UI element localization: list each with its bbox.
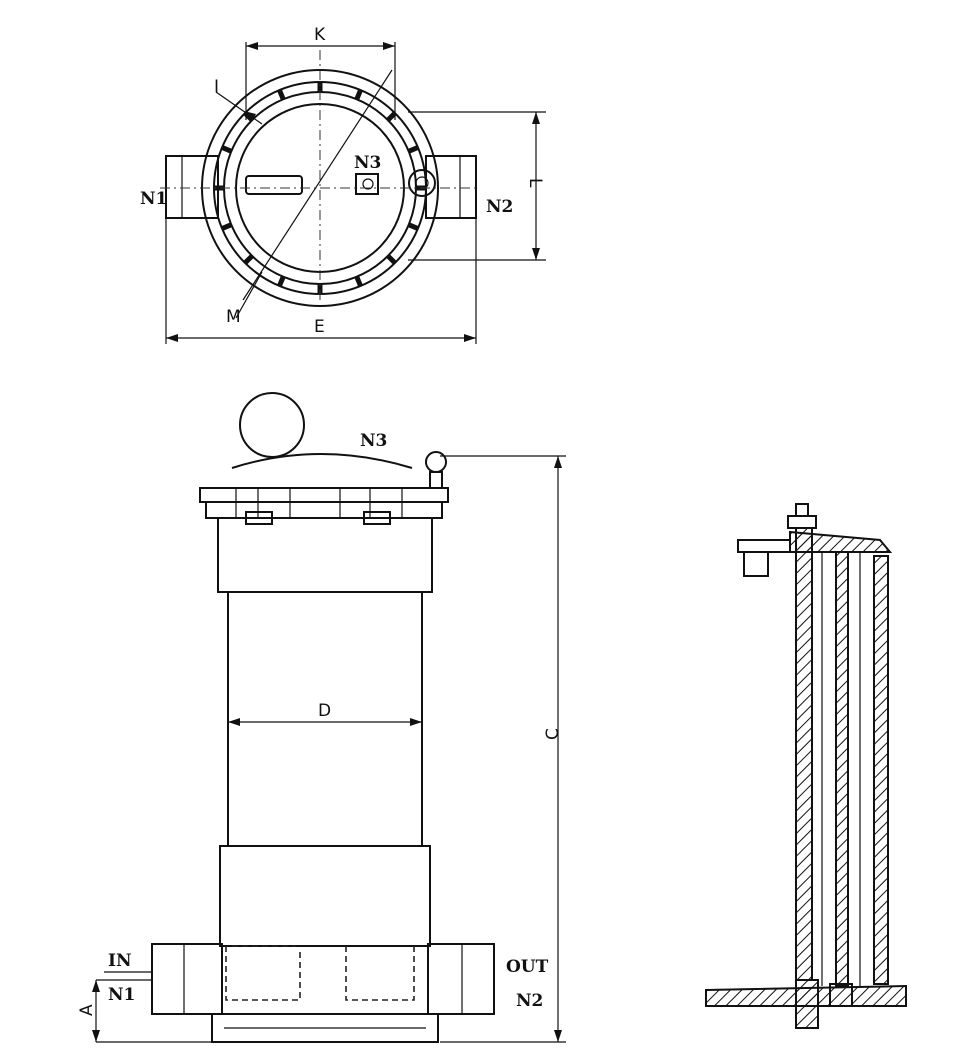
- front-view-handle-wheel: [239, 392, 305, 458]
- outlet-port-label: N2: [516, 991, 543, 1011]
- dim-d: D: [228, 701, 422, 726]
- top-view-n1-label: N1: [140, 189, 167, 209]
- inlet-label: IN: [108, 951, 132, 971]
- clamp-slot: [407, 222, 419, 231]
- front-view-lid-dome: [231, 453, 413, 469]
- top-view-handle: [245, 175, 303, 195]
- dim-c: C: [440, 455, 566, 1043]
- dim-e-label: E: [314, 317, 325, 337]
- outlet-label: OUT: [506, 957, 549, 977]
- front-view-n3-label: N3: [360, 431, 387, 451]
- dim-c-label: C: [543, 728, 563, 740]
- clamp-slot: [354, 89, 363, 101]
- top-view-eyebolt: [408, 169, 436, 197]
- section-view: [705, 503, 907, 1029]
- front-view-top-flange: [199, 487, 449, 525]
- front-view-eyebolt: [425, 451, 447, 473]
- dim-l: L: [408, 111, 546, 261]
- clamp-slot: [407, 145, 419, 154]
- dim-a-label: A: [77, 1004, 97, 1016]
- front-view-lower-base: [219, 845, 431, 947]
- dim-k-label: K: [314, 25, 326, 45]
- front-view-foot: [211, 1013, 439, 1043]
- clamp-slot: [277, 275, 286, 287]
- front-view-inlet-fitting: [151, 943, 223, 1015]
- dim-d-label: D: [318, 701, 331, 721]
- clamp-slot: [354, 275, 363, 287]
- dim-k: K: [245, 25, 396, 120]
- clamp-slot: [386, 254, 397, 265]
- clamp-slot: [277, 89, 286, 101]
- dim-a: A: [77, 979, 212, 1043]
- clamp-slot: [386, 111, 397, 122]
- dim-m: M: [226, 271, 263, 327]
- dim-i-label: I: [214, 77, 219, 97]
- dim-i: I: [214, 77, 263, 125]
- top-view-vent: [355, 173, 379, 195]
- dim-l-label: L: [525, 178, 545, 188]
- dim-m-label: M: [226, 307, 241, 327]
- top-view-pipe-n1: [165, 155, 219, 219]
- clamp-slot: [243, 254, 254, 265]
- dim-e: E: [165, 218, 477, 344]
- clamp-slot: [221, 145, 233, 154]
- front-view: D C A N3 IN N1 OUT N2: [77, 392, 566, 1043]
- top-view: K E L I M: [140, 25, 546, 344]
- inlet-port-label: N1: [108, 985, 135, 1005]
- top-view-n2-label: N2: [486, 197, 513, 217]
- clamp-slot: [221, 222, 233, 231]
- top-view-n3-label: N3: [354, 153, 381, 173]
- front-view-upper-collar: [217, 517, 433, 593]
- front-view-outlet-fitting: [427, 943, 495, 1015]
